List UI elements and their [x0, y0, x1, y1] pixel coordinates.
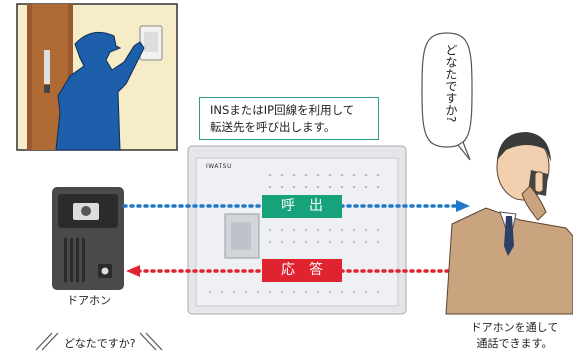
call-arrowhead — [456, 200, 470, 212]
speech-bubble-text: どなたですか? — [444, 44, 458, 123]
bottom-right-line-1: ドアホンを通して — [470, 321, 559, 334]
call-badge — [262, 195, 342, 218]
call-label: 呼出 — [281, 198, 337, 214]
callout-line-2: 転送先を呼び出します。 — [210, 120, 336, 134]
answer-arrowhead — [126, 265, 140, 277]
callout-line-1: INSまたはIP回線を利用して — [210, 103, 355, 117]
answer-label: 応答 — [281, 262, 337, 278]
bottom-right-caption: ドアホンを通して 通話できます。 — [462, 320, 567, 352]
speech-bubble — [421, 32, 473, 161]
businessman-phone-icon — [445, 132, 573, 315]
doorphone-label: ドアホン — [67, 294, 111, 307]
bottom-right-line-2: 通話できます。 — [476, 337, 553, 350]
callout-box: INSまたはIP回線を利用して 転送先を呼び出します。 — [199, 97, 379, 140]
visitor-silhouette-icon — [16, 3, 178, 151]
slash-decoration-right — [139, 332, 163, 351]
pbx-brand: IWATSU — [206, 163, 232, 170]
doorphone-device-icon — [52, 187, 124, 290]
pbx-unit-icon — [187, 145, 407, 315]
bottom-left-text: どなたですか? — [64, 337, 136, 350]
answer-badge — [262, 259, 342, 282]
slash-decoration-left — [35, 332, 59, 351]
